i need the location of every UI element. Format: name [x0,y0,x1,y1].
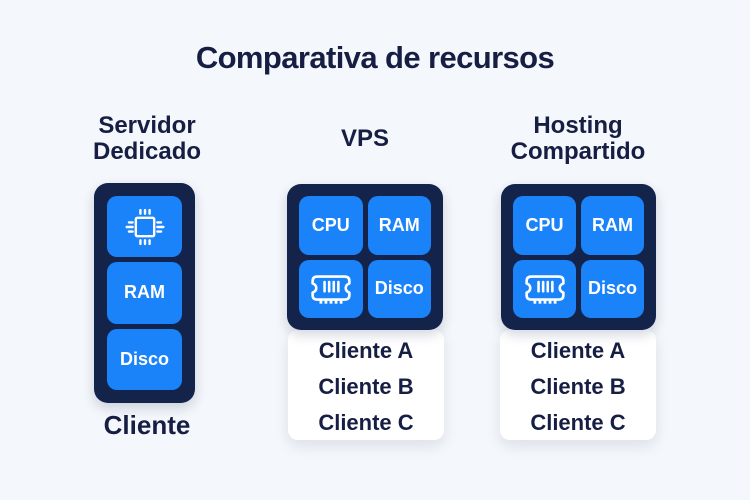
client-item: Cliente C [530,410,626,435]
column-heading-vps: VPS [340,125,390,152]
ram-stick-icon [522,270,568,307]
disco-tile: Disco [107,328,182,390]
column-heading-servidor-dedicado: Servidor Dedicado [92,112,202,165]
client-item: Cliente A [318,338,414,363]
ram-tile: RAM [107,262,182,324]
ram-stick-tile [299,259,363,318]
vps-box: CPU RAM [287,184,443,330]
vps-client-list: Cliente A Cliente B Cliente C [288,330,444,440]
ram-tile: RAM [581,196,644,255]
client-item: Cliente A [530,338,626,363]
cpu-chip-icon [123,205,167,249]
client-item: Cliente B [318,374,414,399]
ram-tile: RAM [367,196,431,255]
client-item: Cliente C [318,410,414,435]
column-heading-hosting-compartido: Hosting Compartido [510,112,646,165]
cliente-label: Cliente [103,410,191,440]
hosting-client-list: Cliente A Cliente B Cliente C [500,330,656,440]
ram-stick-tile [513,259,576,318]
disco-tile: Disco [581,259,644,318]
cpu-tile [107,196,182,258]
hosting-compartido-box: CPU RAM [501,184,656,330]
cpu-tile: CPU [513,196,576,255]
servidor-dedicado-box: RAM Disco [94,183,195,403]
client-item: Cliente B [530,374,626,399]
page-title: Comparativa de recursos [195,40,555,75]
cpu-tile: CPU [299,196,363,255]
disco-tile: Disco [367,259,431,318]
ram-stick-icon [308,270,354,307]
